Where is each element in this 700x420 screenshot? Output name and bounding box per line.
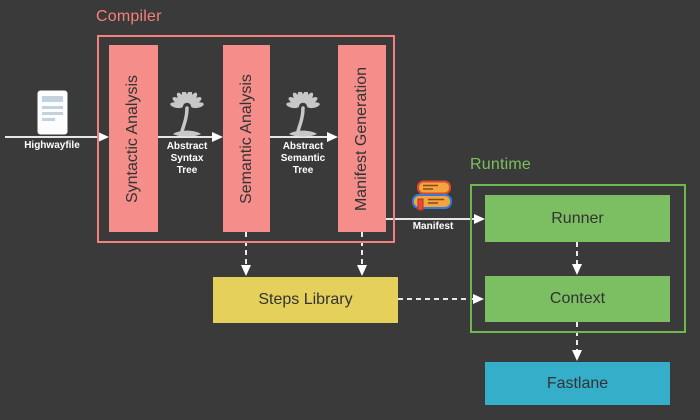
manifest-label: Manifest: [412, 221, 454, 232]
context-label: Context: [549, 290, 606, 307]
steps-library-label: Steps Library: [258, 291, 353, 308]
fastlane-node: Fastlane: [485, 362, 670, 405]
context-node: Context: [485, 276, 670, 322]
manifest-books-icon: [412, 180, 452, 211]
stage-label-semantic-analysis: Semantic Analysis: [237, 73, 255, 204]
compiler-group-title: Compiler: [96, 8, 162, 25]
steps-library-node: Steps Library: [213, 277, 398, 323]
runtime-group-title: Runtime: [470, 156, 531, 173]
compiler-group-box: [97, 35, 395, 243]
runner-node: Runner: [485, 195, 670, 242]
abstract-syntax-tree-label: Abstract Syntax Tree: [166, 141, 208, 176]
stage-box-syntactic-analysis: Syntactic Analysis: [109, 45, 158, 232]
stage-label-syntactic-analysis: Syntactic Analysis: [124, 74, 142, 203]
document-icon: [37, 90, 68, 135]
runtime-group-box: [470, 184, 686, 333]
fastlane-label: Fastlane: [546, 374, 609, 392]
highwayfile-label: Highwayfile: [24, 140, 80, 151]
abstract-syntax-tree-icon: [170, 92, 204, 137]
abstract-semantic-tree-label: Abstract Semantic Tree: [280, 141, 326, 176]
runner-label: Runner: [551, 209, 604, 227]
stage-label-manifest-generation: Manifest Generation: [353, 66, 371, 211]
stage-box-manifest-generation: Manifest Generation: [338, 45, 386, 232]
abstract-semantic-tree-icon: [286, 92, 320, 137]
stage-box-semantic-analysis: Semantic Analysis: [223, 45, 270, 232]
